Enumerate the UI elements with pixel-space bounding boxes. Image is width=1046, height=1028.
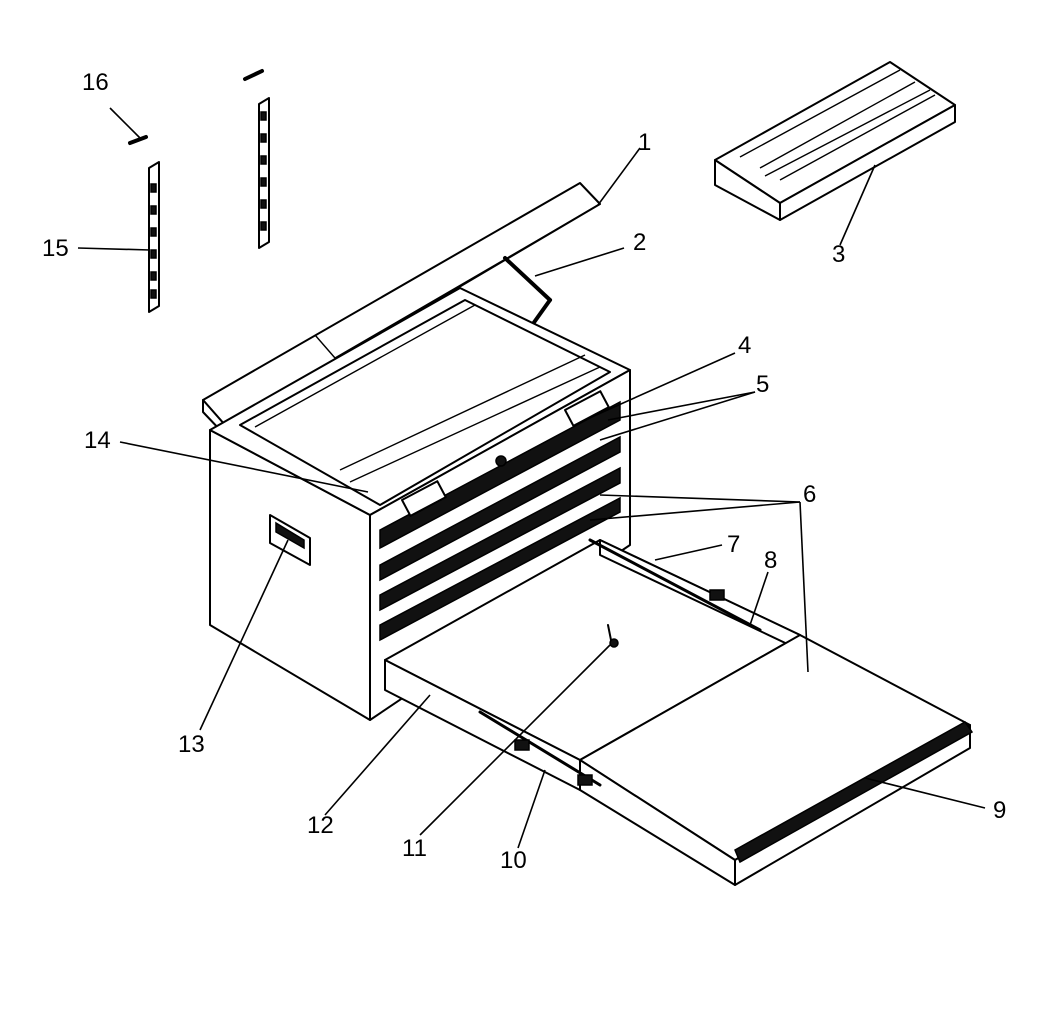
leader-2 bbox=[534, 247, 625, 277]
callout-13: 13 bbox=[178, 731, 205, 758]
leader-1 bbox=[597, 147, 641, 206]
leader-11 bbox=[419, 644, 611, 836]
leader-5a bbox=[607, 391, 756, 421]
callout-10: 10 bbox=[500, 847, 527, 874]
callout-5: 5 bbox=[756, 371, 769, 398]
callout-1: 1 bbox=[638, 129, 651, 156]
leader-6c bbox=[799, 501, 809, 673]
callout-11: 11 bbox=[402, 835, 427, 862]
tote-tray-part-3 bbox=[714, 61, 956, 221]
leader-3 bbox=[839, 164, 876, 246]
callout-labels: 1 2 3 4 5 6 7 8 9 10 11 12 13 14 15 16 bbox=[42, 69, 1006, 874]
leader-4 bbox=[584, 352, 736, 421]
leader-lines bbox=[77, 107, 986, 849]
callout-3: 3 bbox=[832, 241, 845, 268]
callout-8: 8 bbox=[764, 547, 777, 574]
callout-6: 6 bbox=[803, 481, 816, 508]
callout-2: 2 bbox=[633, 229, 646, 256]
leader-16 bbox=[109, 107, 141, 139]
callout-4: 4 bbox=[738, 332, 751, 359]
bottom-drawer bbox=[384, 538, 974, 886]
callout-7: 7 bbox=[727, 531, 740, 558]
leader-7 bbox=[654, 544, 723, 561]
leader-13 bbox=[199, 539, 289, 731]
callout-16: 16 bbox=[82, 69, 109, 96]
leader-12 bbox=[324, 694, 431, 816]
hinge-strip-part-15 bbox=[148, 97, 270, 313]
leader-6a bbox=[599, 494, 801, 503]
upper-drawers bbox=[379, 390, 621, 642]
leader-8 bbox=[749, 571, 769, 626]
leader-6b bbox=[589, 501, 801, 521]
leader-9 bbox=[864, 777, 986, 809]
leader-5b bbox=[599, 391, 756, 441]
leader-10 bbox=[517, 769, 546, 849]
callout-14: 14 bbox=[84, 427, 111, 454]
callout-15: 15 bbox=[42, 235, 69, 262]
leader-15 bbox=[77, 247, 151, 251]
leader-14 bbox=[119, 441, 369, 493]
pin-part-16 bbox=[128, 69, 264, 145]
callout-9: 9 bbox=[993, 797, 1006, 824]
callout-12: 12 bbox=[307, 812, 334, 839]
